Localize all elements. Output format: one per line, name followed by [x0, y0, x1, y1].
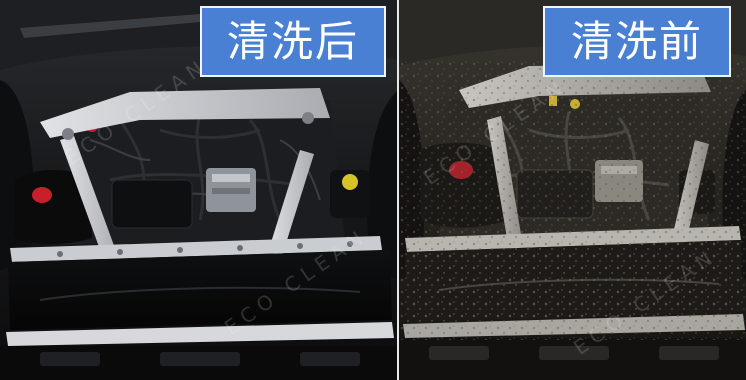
before-cleaning-label: 清洗前: [543, 6, 731, 77]
engine-bay-after-photo: ECO CLEAN ECO CLEAN 清洗后: [0, 0, 399, 380]
panel-divider: [397, 0, 400, 380]
engine-bay-before-photo: ECO CLEAN ECO CLEAN 清洗前: [399, 0, 746, 380]
after-cleaning-label: 清洗后: [200, 6, 386, 77]
engine-bay-before-illustration: [399, 0, 746, 380]
